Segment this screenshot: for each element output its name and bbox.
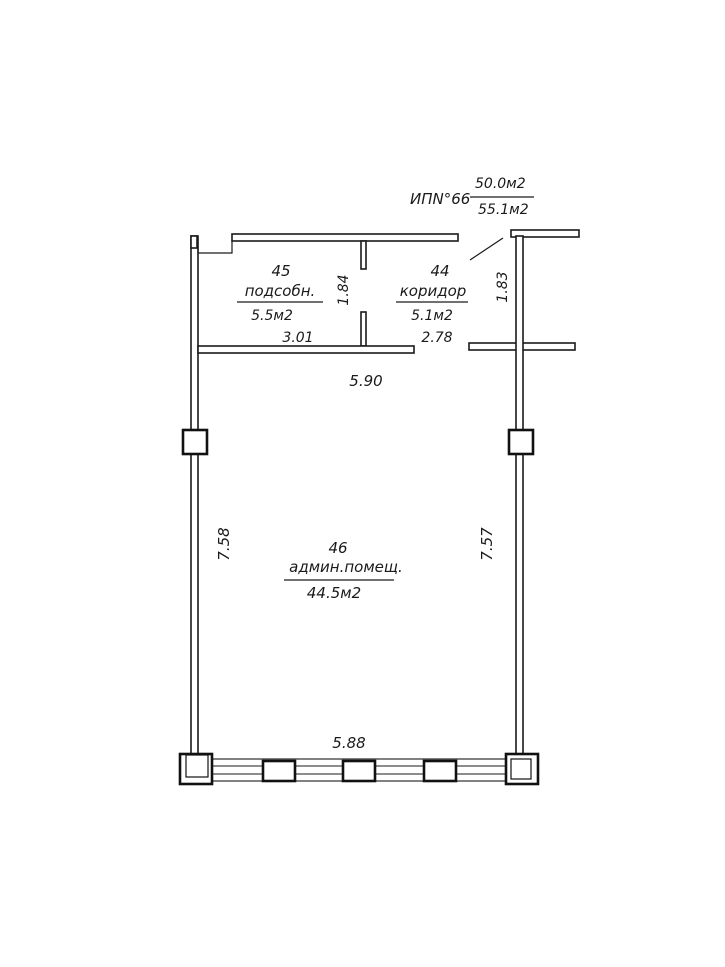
column-left-mid [181, 428, 209, 456]
room-46: 5.90 46 админ.помещ. 44.5м2 7.58 7.57 5.… [215, 372, 496, 752]
main-right-height: 7.57 [478, 527, 496, 561]
left-outer-wall [190, 235, 199, 761]
window-pier-1 [261, 759, 297, 783]
plan-area-top: 50.0м2 [475, 176, 526, 192]
window-pier-2 [341, 759, 377, 783]
room-45: 45 подсобн. 5.5м2 3.01 1.84 [237, 262, 352, 346]
partition-lower [360, 311, 367, 347]
window-pier-3 [422, 759, 458, 783]
plan-area-bottom: 55.1м2 [478, 202, 529, 218]
room-44-height: 1.83 [495, 271, 511, 302]
main-top-width: 5.90 [349, 372, 382, 390]
room-44: 44 коридор 5.1м2 2.78 1.83 [396, 262, 511, 346]
column-right-mid [507, 428, 535, 456]
room-number: 45 [271, 262, 290, 280]
main-left-height: 7.58 [215, 527, 233, 560]
column-bottom-left [178, 752, 214, 786]
mid-wall-left [197, 345, 415, 354]
main-bottom-width: 5.88 [332, 734, 365, 752]
plan-code: ИПN°66 [410, 190, 470, 208]
room-number: 44 [430, 262, 449, 280]
room-name: подсобн. [245, 282, 316, 300]
right-outer-wall [515, 235, 524, 761]
walls [190, 229, 580, 761]
top-wall [231, 233, 459, 242]
room-45-width: 3.01 [282, 330, 313, 346]
room-area: 5.1м2 [411, 308, 453, 324]
room-45-height: 1.84 [336, 274, 352, 305]
door-swing-line [469, 237, 504, 261]
room-name: коридор [400, 282, 467, 300]
room-area: 44.5м2 [307, 584, 361, 602]
top-right-wall [510, 229, 580, 238]
room-44-width: 2.78 [421, 330, 452, 346]
room-number: 46 [328, 539, 347, 557]
room-area: 5.5м2 [251, 308, 293, 324]
columns [178, 428, 540, 786]
room-name: админ.помещ. [289, 558, 403, 576]
partition-upper [360, 240, 367, 270]
